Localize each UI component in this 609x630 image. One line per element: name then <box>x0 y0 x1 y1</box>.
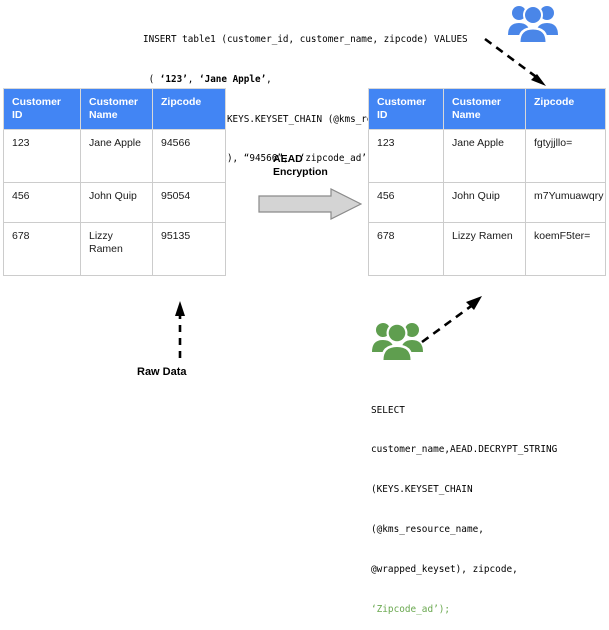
people-group-blue-icon <box>507 2 559 42</box>
insert-sql-line-2-prefix: ( <box>143 74 160 86</box>
cell-zipcode: 94566 <box>152 129 226 183</box>
column-header-zipcode: Zipcode <box>152 88 226 130</box>
dashed-arrow-insert-to-table-icon <box>480 36 590 94</box>
select-sql-line-6-ad-literal: ‘Zipcode_ad’); <box>371 604 451 616</box>
cell-customer-id: 123 <box>3 129 81 183</box>
table-row: 456 John Quip m7Yumuawqry <box>368 182 606 223</box>
table-row: 456 John Quip 95054 <box>3 182 226 223</box>
column-header-customer-name-l1: Customer <box>89 96 139 108</box>
cell-zipcode-encrypted: koemF5ter= <box>525 222 606 276</box>
column-header-customer-name-l2: Name <box>452 109 481 121</box>
cell-customer-id: 678 <box>3 222 81 276</box>
raw-data-label: Raw Data <box>137 366 187 378</box>
cell-customer-name: John Quip <box>443 182 526 223</box>
insert-sql-value-customer-id: ‘123’ <box>159 74 188 86</box>
column-header-customer-id-l1: Customer <box>12 96 62 108</box>
column-header-zipcode-l1: Zipcode <box>534 96 575 108</box>
select-sql-line-2: customer_name,AEAD.DECRYPT_STRING <box>371 444 558 456</box>
cell-customer-id: 456 <box>368 182 444 223</box>
column-header-customer-name-l2: Name <box>89 109 118 121</box>
column-header-zipcode-l1: Zipcode <box>161 96 202 108</box>
cell-customer-id: 456 <box>3 182 81 223</box>
column-header-zipcode: Zipcode <box>525 88 606 130</box>
aead-encryption-label-line2: Encryption <box>273 166 328 178</box>
insert-sql-line-2-sep: , <box>187 74 199 86</box>
select-sql-line-4: (@kms_resource_name, <box>371 524 484 536</box>
insert-sql-line-2-suffix: , <box>266 74 272 86</box>
cell-zipcode: 95054 <box>152 182 226 223</box>
cell-zipcode: 95135 <box>152 222 226 276</box>
table-row: 678 Lizzy Ramen koemF5ter= <box>368 222 606 276</box>
cell-customer-name: John Quip <box>80 182 153 223</box>
table-row: 123 Jane Apple 94566 <box>3 129 226 183</box>
cell-zipcode-encrypted: m7Yumuawqry <box>525 182 606 223</box>
select-sql-line-5: @wrapped_keyset), zipcode, <box>371 564 518 576</box>
cell-customer-id: 123 <box>368 129 444 183</box>
table-row: 678 Lizzy Ramen 95135 <box>3 222 226 276</box>
insert-sql-value-customer-name: ‘Jane Apple’ <box>199 74 267 86</box>
block-arrow-right-icon <box>258 188 363 220</box>
select-sql-statement: SELECT customer_name,AEAD.DECRYPT_STRING… <box>371 377 557 630</box>
cell-customer-name: Lizzy Ramen <box>80 222 153 276</box>
select-sql-line-3: (KEYS.KEYSET_CHAIN <box>371 484 473 496</box>
column-header-customer-name-l1: Customer <box>452 96 502 108</box>
cell-customer-name: Lizzy Ramen <box>443 222 526 276</box>
table-row: 123 Jane Apple fgtyjjllo= <box>368 129 606 183</box>
aead-encryption-label-line1: AEAD <box>273 153 303 165</box>
insert-sql-line-2: ( ‘123’, ‘Jane Apple’, <box>143 73 468 86</box>
cell-customer-name: Jane Apple <box>80 129 153 183</box>
select-sql-line-1: SELECT <box>371 404 405 416</box>
cell-zipcode-encrypted: fgtyjjllo= <box>525 129 606 183</box>
insert-sql-line-1: INSERT table1 (customer_id, customer_nam… <box>143 34 468 46</box>
aead-encryption-label: AEAD Encryption <box>273 153 328 179</box>
column-header-customer-id-l2: ID <box>12 109 23 121</box>
column-header-customer-id-l1: Customer <box>377 96 427 108</box>
cell-customer-name: Jane Apple <box>443 129 526 183</box>
dashed-arrow-select-to-table-icon <box>420 292 510 350</box>
dashed-arrow-raw-data-icon <box>160 298 200 360</box>
people-group-green-icon <box>372 318 424 360</box>
column-header-customer-id-l2: ID <box>377 109 388 121</box>
cell-customer-id: 678 <box>368 222 444 276</box>
